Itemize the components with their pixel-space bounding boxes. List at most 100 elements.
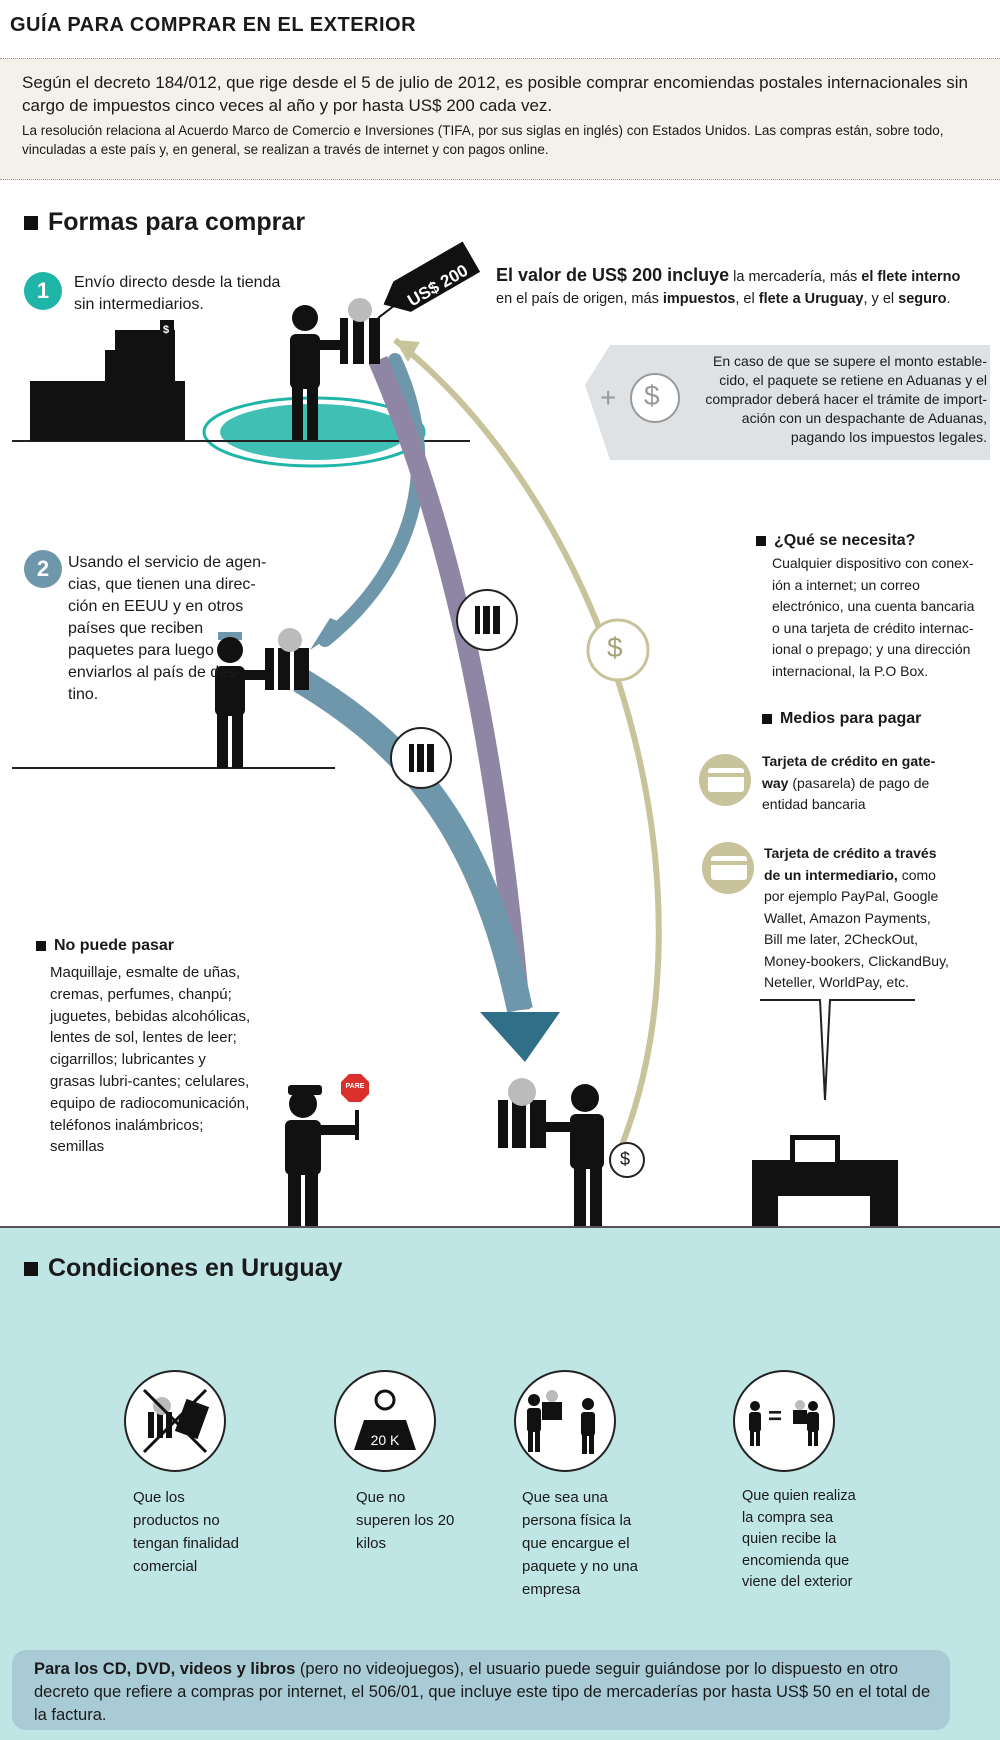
computer-screen	[795, 1140, 835, 1162]
medios-heading: Medios para pagar	[762, 710, 921, 728]
person-not-company-icon	[514, 1370, 616, 1472]
square-bullet-icon	[36, 941, 46, 951]
step-2-badge: 2	[24, 550, 62, 588]
dollar-circle-exceso	[630, 373, 680, 423]
store-dollar-sign: $	[163, 324, 169, 336]
condition-1-text: Que los productos no tengan finalidad co…	[133, 1489, 239, 1575]
package-stripe	[526, 1100, 530, 1148]
exceso-box	[585, 345, 990, 460]
nopuede-heading: No puede pasar	[36, 937, 174, 955]
dollar-circle-icon	[586, 618, 650, 682]
arrow-agency-to-uy	[293, 668, 533, 1013]
cd-dvd-note-text: Para los CD, DVD, videos y libros (pero …	[34, 1658, 934, 1727]
customs-officer-icon	[285, 1085, 359, 1226]
section-formas-title: Formas para comprar	[48, 208, 306, 236]
credit-card-icon-1	[699, 754, 751, 806]
step-1-text: Envío directo desde la tienda sin interm…	[74, 274, 281, 313]
condition-2-text: Que no superen los 20 kilos	[356, 1489, 455, 1552]
arrow-to-agency-head	[310, 618, 348, 650]
package-stripe	[348, 318, 353, 364]
package-stripe	[364, 318, 369, 364]
note-bold: Para los CD, DVD, videos y libros	[34, 1660, 296, 1678]
person-receiver-icon	[498, 1084, 604, 1226]
medio-1-text: Tarjeta de crédito en gate-way (pasarela…	[762, 751, 947, 816]
nopuede-title: No puede pasar	[54, 937, 175, 954]
valor-t2: en el país de origen, más	[496, 291, 663, 307]
weight-label: 20 K	[370, 1432, 400, 1448]
cd-dvd-note: Para los CD, DVD, videos y libros (pero …	[12, 1650, 950, 1730]
step-2-text: Usando el servicio de agen-cias, que tie…	[68, 554, 267, 703]
person-seller-icon	[290, 305, 380, 440]
package-stripe	[274, 648, 278, 690]
necesita-heading: ¿Qué se necesita?	[756, 532, 915, 550]
receiver-dollar-icon: $	[620, 1149, 631, 1169]
payment-dollar-icon: $	[607, 632, 623, 663]
valor-t4: , y el	[863, 291, 899, 307]
buyer-equals-receiver-icon	[733, 1370, 835, 1472]
intro-sub-text: La resolución relaciona al Acuerdo Marco…	[22, 123, 944, 157]
package-cloud	[508, 1078, 536, 1106]
exceso-dollar-icon: $	[644, 380, 660, 411]
stop-sign-label: PARE	[345, 1083, 365, 1090]
section-formas: Formas para comprar	[24, 208, 305, 237]
desk-gap	[778, 1196, 870, 1226]
speech-bubble-line	[760, 999, 915, 1101]
no-commercial-svg	[142, 1388, 210, 1454]
square-bullet-icon	[762, 714, 772, 724]
price-tag-icon	[383, 241, 481, 312]
buyer-receiver-svg	[749, 1400, 819, 1446]
valor-t5: .	[946, 291, 951, 307]
nopuede-text: Maquillaje, esmalte de uñas, cremas, per…	[50, 964, 251, 1156]
medio-2-bold: Tarjeta de crédito a través de un interm…	[764, 845, 937, 883]
package-stripe	[290, 648, 294, 690]
square-bullet-icon	[756, 536, 766, 546]
intro-box: Según el decreto 184/012, que rige desde…	[0, 58, 1000, 180]
stop-sign-icon	[341, 1074, 369, 1102]
no-commercial-icon	[124, 1370, 226, 1472]
person-not-company-svg	[527, 1390, 595, 1454]
medio-1-bold: Tarjeta de crédito en gate-way	[762, 753, 936, 791]
arrow-payment	[393, 337, 662, 1152]
necesita-title: ¿Qué se necesita?	[774, 532, 916, 549]
package-cloud	[278, 628, 302, 652]
arrow-to-agency	[318, 353, 426, 647]
medio-2-text: Tarjeta de crédito a través de un interm…	[764, 843, 949, 994]
package-stripe	[508, 1100, 512, 1148]
arrow-payment-head	[395, 340, 420, 362]
intro-main-text: Según el decreto 184/012, que rige desde…	[22, 73, 969, 115]
note-rest: (pero no videojuegos), el usuario puede …	[34, 1660, 931, 1724]
square-bullet-icon	[24, 1261, 38, 1276]
condition-3-text: Que sea una persona física la que encarg…	[522, 1489, 638, 1598]
credit-card-icon-2	[702, 842, 754, 894]
package-circle-icon-1	[456, 589, 518, 651]
medios-title: Medios para pagar	[780, 710, 922, 727]
page-title: GUÍA PARA COMPRAR EN EL EXTERIOR	[10, 14, 417, 36]
plus-icon: +	[600, 382, 617, 413]
package-circle-icon-2	[390, 727, 452, 789]
equals-sign: =	[768, 1403, 783, 1430]
valor-b1: el flete interno	[861, 269, 961, 285]
valor-t3: , el	[735, 291, 759, 307]
square-bullet-icon	[24, 215, 38, 230]
necesita-text: Cualquier dispositivo con conex-ión a in…	[772, 555, 975, 679]
package-cloud	[348, 298, 372, 322]
valor-b4: seguro	[898, 291, 947, 307]
valor-b3: flete a Uruguay	[758, 291, 864, 307]
weight-svg	[354, 1389, 416, 1450]
valor-text: El valor de US$ 200 incluye la mercaderí…	[496, 264, 976, 310]
condiciones-title: Condiciones en Uruguay	[48, 1254, 343, 1282]
valor-b2: impuestos	[662, 291, 736, 307]
weight-icon	[334, 1370, 436, 1472]
condiciones-heading: Condiciones en Uruguay	[24, 1254, 342, 1283]
receiver-dollar-circle	[609, 1142, 645, 1178]
person-agency-icon	[215, 632, 309, 768]
arrow-main-head	[480, 1012, 560, 1062]
price-tag-string	[377, 304, 396, 319]
condition-4-text: Que quien realiza la compra sea quien re…	[742, 1488, 856, 1590]
arrow-direct	[368, 356, 530, 1011]
valor-t1: la mercadería, más	[729, 269, 862, 285]
medio-2-rest: como por ejemplo PayPal, Google Wallet, …	[764, 866, 949, 991]
store-building-icon	[30, 320, 185, 441]
exceso-text: En caso de que se supere el monto establ…	[705, 353, 987, 445]
